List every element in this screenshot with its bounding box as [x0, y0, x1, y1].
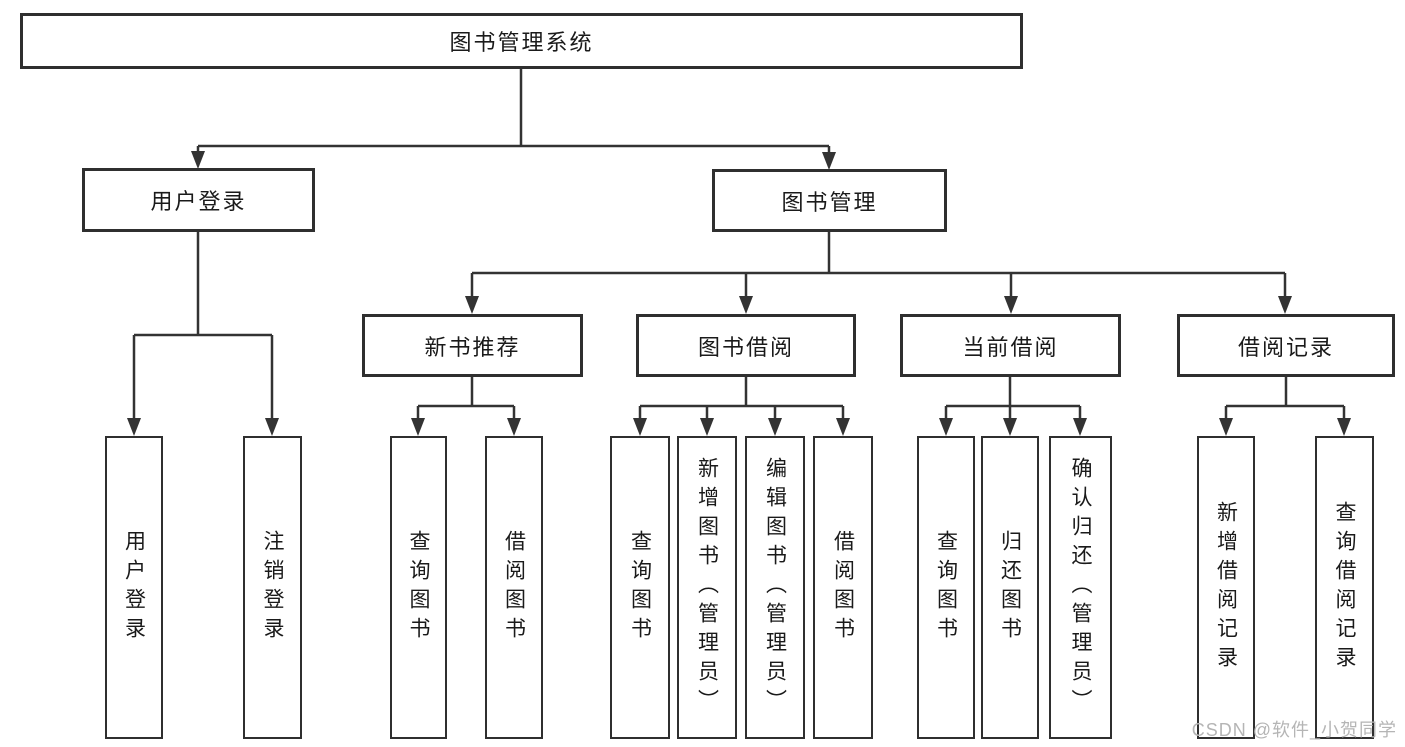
- watermark: CSDN @软件_小贺同学: [1191, 720, 1397, 740]
- leaf-current-query-books: 查询图书: [917, 436, 975, 739]
- leaf-add-borrow-record: 新增借阅记录: [1197, 436, 1255, 739]
- node-new-book-recommend: 新书推荐: [362, 314, 583, 377]
- connector-root-to-level2: [191, 69, 836, 170]
- leaf-newbook-borrow-books: 借阅图书: [485, 436, 543, 739]
- node-library-system: 图书管理系统: [20, 13, 1023, 69]
- leaf-edit-book-admin: 编辑图书（管理员）: [745, 436, 805, 739]
- connector-newbook-to-leaves: [411, 377, 521, 436]
- leaf-return-book: 归还图书: [981, 436, 1039, 739]
- connector-login-to-leaves: [127, 232, 279, 436]
- connector-record-to-leaves: [1219, 377, 1351, 436]
- leaf-newbook-query-books: 查询图书: [390, 436, 447, 739]
- leaf-user-login: 用户登录: [105, 436, 163, 739]
- leaf-logout: 注销登录: [243, 436, 302, 739]
- node-borrow-records: 借阅记录: [1177, 314, 1395, 377]
- connector-mgmt-to-level3: [465, 232, 1292, 314]
- leaf-confirm-return-admin: 确认归还（管理员）: [1049, 436, 1112, 739]
- node-book-management: 图书管理: [712, 169, 947, 232]
- node-book-borrow: 图书借阅: [636, 314, 856, 377]
- connector-borrow-to-leaves: [633, 377, 850, 436]
- connector-current-to-leaves: [939, 377, 1087, 436]
- leaf-query-borrow-record: 查询借阅记录: [1315, 436, 1374, 739]
- node-user-login: 用户登录: [82, 168, 315, 232]
- leaf-add-book-admin: 新增图书（管理员）: [677, 436, 737, 739]
- node-current-borrow: 当前借阅: [900, 314, 1121, 377]
- leaf-borrow-book: 借阅图书: [813, 436, 873, 739]
- leaf-borrow-query-books: 查询图书: [610, 436, 670, 739]
